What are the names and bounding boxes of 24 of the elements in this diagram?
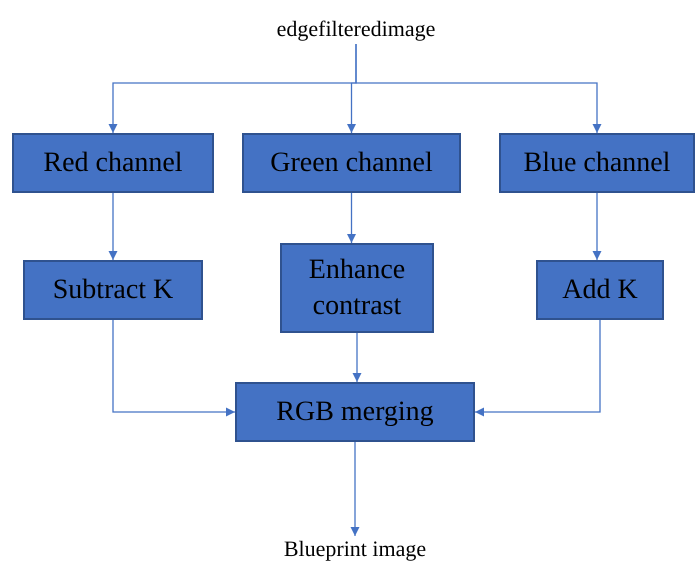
box-label: Enhance contrast [308,252,406,323]
process-box [536,260,664,320]
text-label: Blueprint image [255,536,455,561]
arrow [350,442,360,536]
arrow [592,193,602,260]
process-box [499,133,695,193]
arrow [475,320,601,416]
box-label: Blue channel [524,146,670,180]
box-label: Green channel [270,146,433,180]
process-box [23,260,203,320]
process-box [280,243,434,333]
process-box [242,133,461,193]
box-label: Add K [562,272,638,307]
process-box [12,133,214,193]
process-box [235,382,475,442]
text-label: edgefilteredimage [256,14,456,44]
arrow [355,44,602,133]
arrow [108,193,118,260]
arrow [112,320,235,416]
box-label: RGB merging [276,394,434,429]
box-label: Subtract K [52,272,174,307]
arrow [352,333,362,382]
arrow [347,193,356,243]
box-label: Red channel [43,146,183,180]
